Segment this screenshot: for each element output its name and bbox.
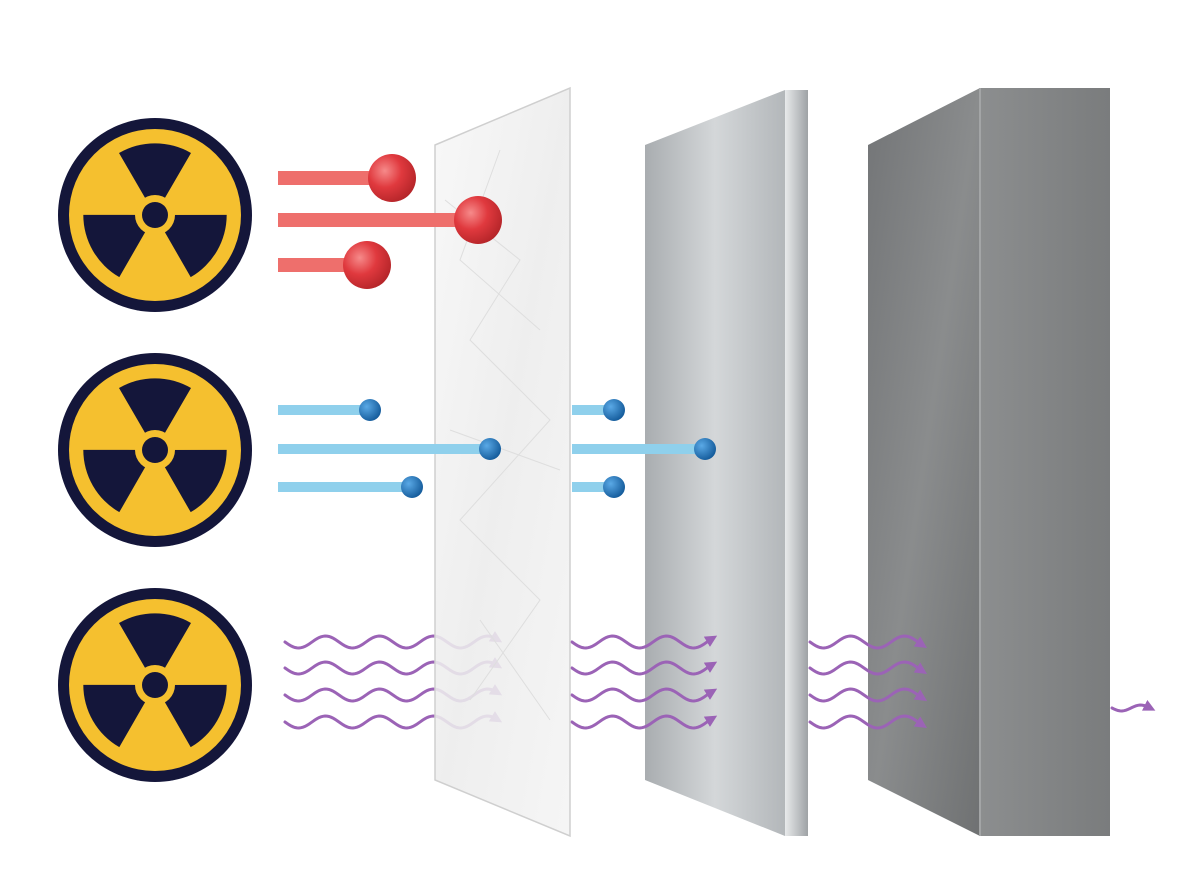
alpha-particles <box>278 154 502 289</box>
gamma-wave <box>570 687 718 703</box>
gamma-wave <box>808 687 928 703</box>
gamma-wave <box>808 660 928 676</box>
gamma-rays <box>283 631 1156 730</box>
gamma-wave <box>1110 699 1156 713</box>
aluminum-barrier <box>645 90 808 836</box>
beta-particles <box>278 399 716 498</box>
concrete-barrier <box>868 88 1110 836</box>
gamma-wave <box>570 660 718 676</box>
radiation-trefoil-icon <box>58 588 252 782</box>
gamma-wave <box>570 634 718 650</box>
paper-barrier <box>434 86 571 838</box>
gamma-wave <box>570 714 718 730</box>
radiation-trefoil-icon <box>58 118 252 312</box>
radiation-trefoil-icon <box>58 353 252 547</box>
gamma-wave <box>808 634 928 650</box>
gamma-wave <box>808 714 928 730</box>
